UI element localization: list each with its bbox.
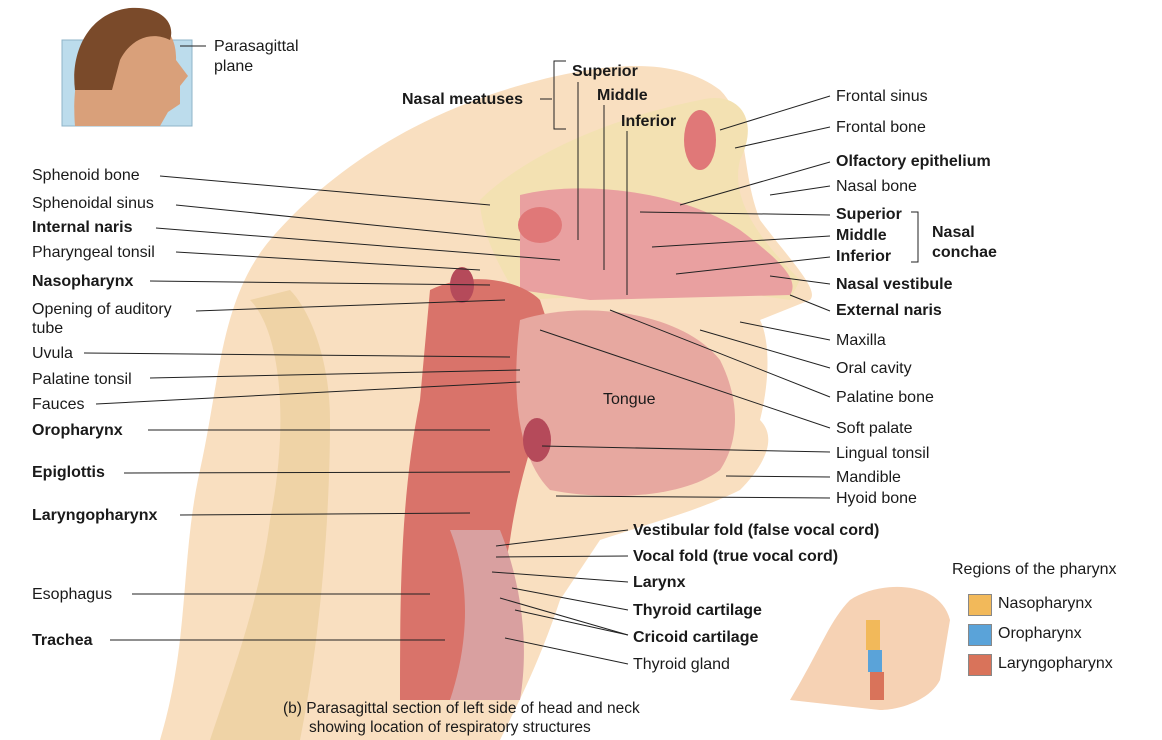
legend-label-oropharynx: Oropharynx [998,625,1082,642]
label-hyoid-bone: Hyoid bone [836,490,917,507]
label-thyroid-gland: Thyroid gland [633,656,730,673]
label-frontal-bone: Frontal bone [836,119,926,136]
label-palatine-bone: Palatine bone [836,389,934,406]
label-internal-naris: Internal naris [32,219,133,236]
label-palatine-tonsil-left: Palatine tonsil [32,371,132,388]
legend-title: Regions of the pharynx [952,561,1117,578]
inset-plane-label-line1: Parasagittal [214,38,299,55]
legend-swatch-laryngopharynx [968,654,992,676]
legend-label-laryngopharynx: Laryngopharynx [998,655,1113,672]
label-esophagus: Esophagus [32,586,113,603]
label-cricoid-cartilage: Cricoid cartilage [633,629,759,646]
caption-line2: showing location of respiratory structur… [309,719,591,736]
label-nasal-vestibule: Nasal vestibule [836,276,953,293]
label-trachea: Trachea [32,632,93,649]
label-auditory-tube-line1: Opening of auditory [32,301,172,318]
label-uvula: Uvula [32,345,73,362]
label-frontal-sinus: Frontal sinus [836,88,928,105]
label-soft-palate: Soft palate [836,420,913,437]
label-nasal-bone: Nasal bone [836,178,917,195]
label-meatus-superior: Superior [572,63,638,80]
label-olfactory-epithelium: Olfactory epithelium [836,153,991,170]
label-nasal-meatuses: Nasal meatuses [402,91,523,108]
label-epiglottis: Epiglottis [32,464,105,481]
label-vocal-fold: Vocal fold (true vocal cord) [633,548,839,565]
label-tongue: Tongue [603,391,656,408]
legend-label-nasopharynx: Nasopharynx [998,595,1093,612]
label-oral-cavity: Oral cavity [836,360,912,377]
label-nasal-conchae-line2: conchae [932,244,997,261]
label-nasal-conchae-line1: Nasal [932,224,975,241]
label-sphenoidal-sinus: Sphenoidal sinus [32,195,154,212]
label-concha-superior: Superior [836,206,902,223]
inset-plane-label-line2: plane [214,58,254,75]
label-mandible: Mandible [836,469,901,486]
label-oropharynx: Oropharynx [32,422,123,439]
legend-swatch-nasopharynx [968,594,992,616]
label-auditory-tube-line2: tube [32,320,64,337]
label-maxilla: Maxilla [836,332,886,349]
label-external-naris: External naris [836,302,942,319]
label-concha-middle: Middle [836,227,887,244]
pharynx-regions-inset [790,586,950,710]
label-nasopharynx: Nasopharynx [32,273,134,290]
caption-line1: (b) Parasagittal section of left side of… [283,700,640,717]
head-section [160,66,812,740]
label-laryngopharynx: Laryngopharynx [32,507,158,524]
legend-swatch-oropharynx [968,624,992,646]
label-meatus-middle: Middle [597,87,648,104]
label-lingual-tonsil: Lingual tonsil [836,445,930,462]
label-larynx: Larynx [633,574,686,591]
label-meatus-inferior: Inferior [621,113,677,130]
label-thyroid-cartilage: Thyroid cartilage [633,602,762,619]
label-pharyngeal-tonsil: Pharyngeal tonsil [32,244,155,261]
label-vestibular-fold: Vestibular fold (false vocal cord) [633,522,880,539]
inset-head-image [61,7,206,127]
label-fauces: Fauces [32,396,85,413]
leader-lines [83,60,919,665]
figure-caption: (b) Parasagittal section of left side of… [283,699,640,737]
label-concha-inferior: Inferior [836,248,892,265]
label-sphenoid-bone: Sphenoid bone [32,167,140,184]
